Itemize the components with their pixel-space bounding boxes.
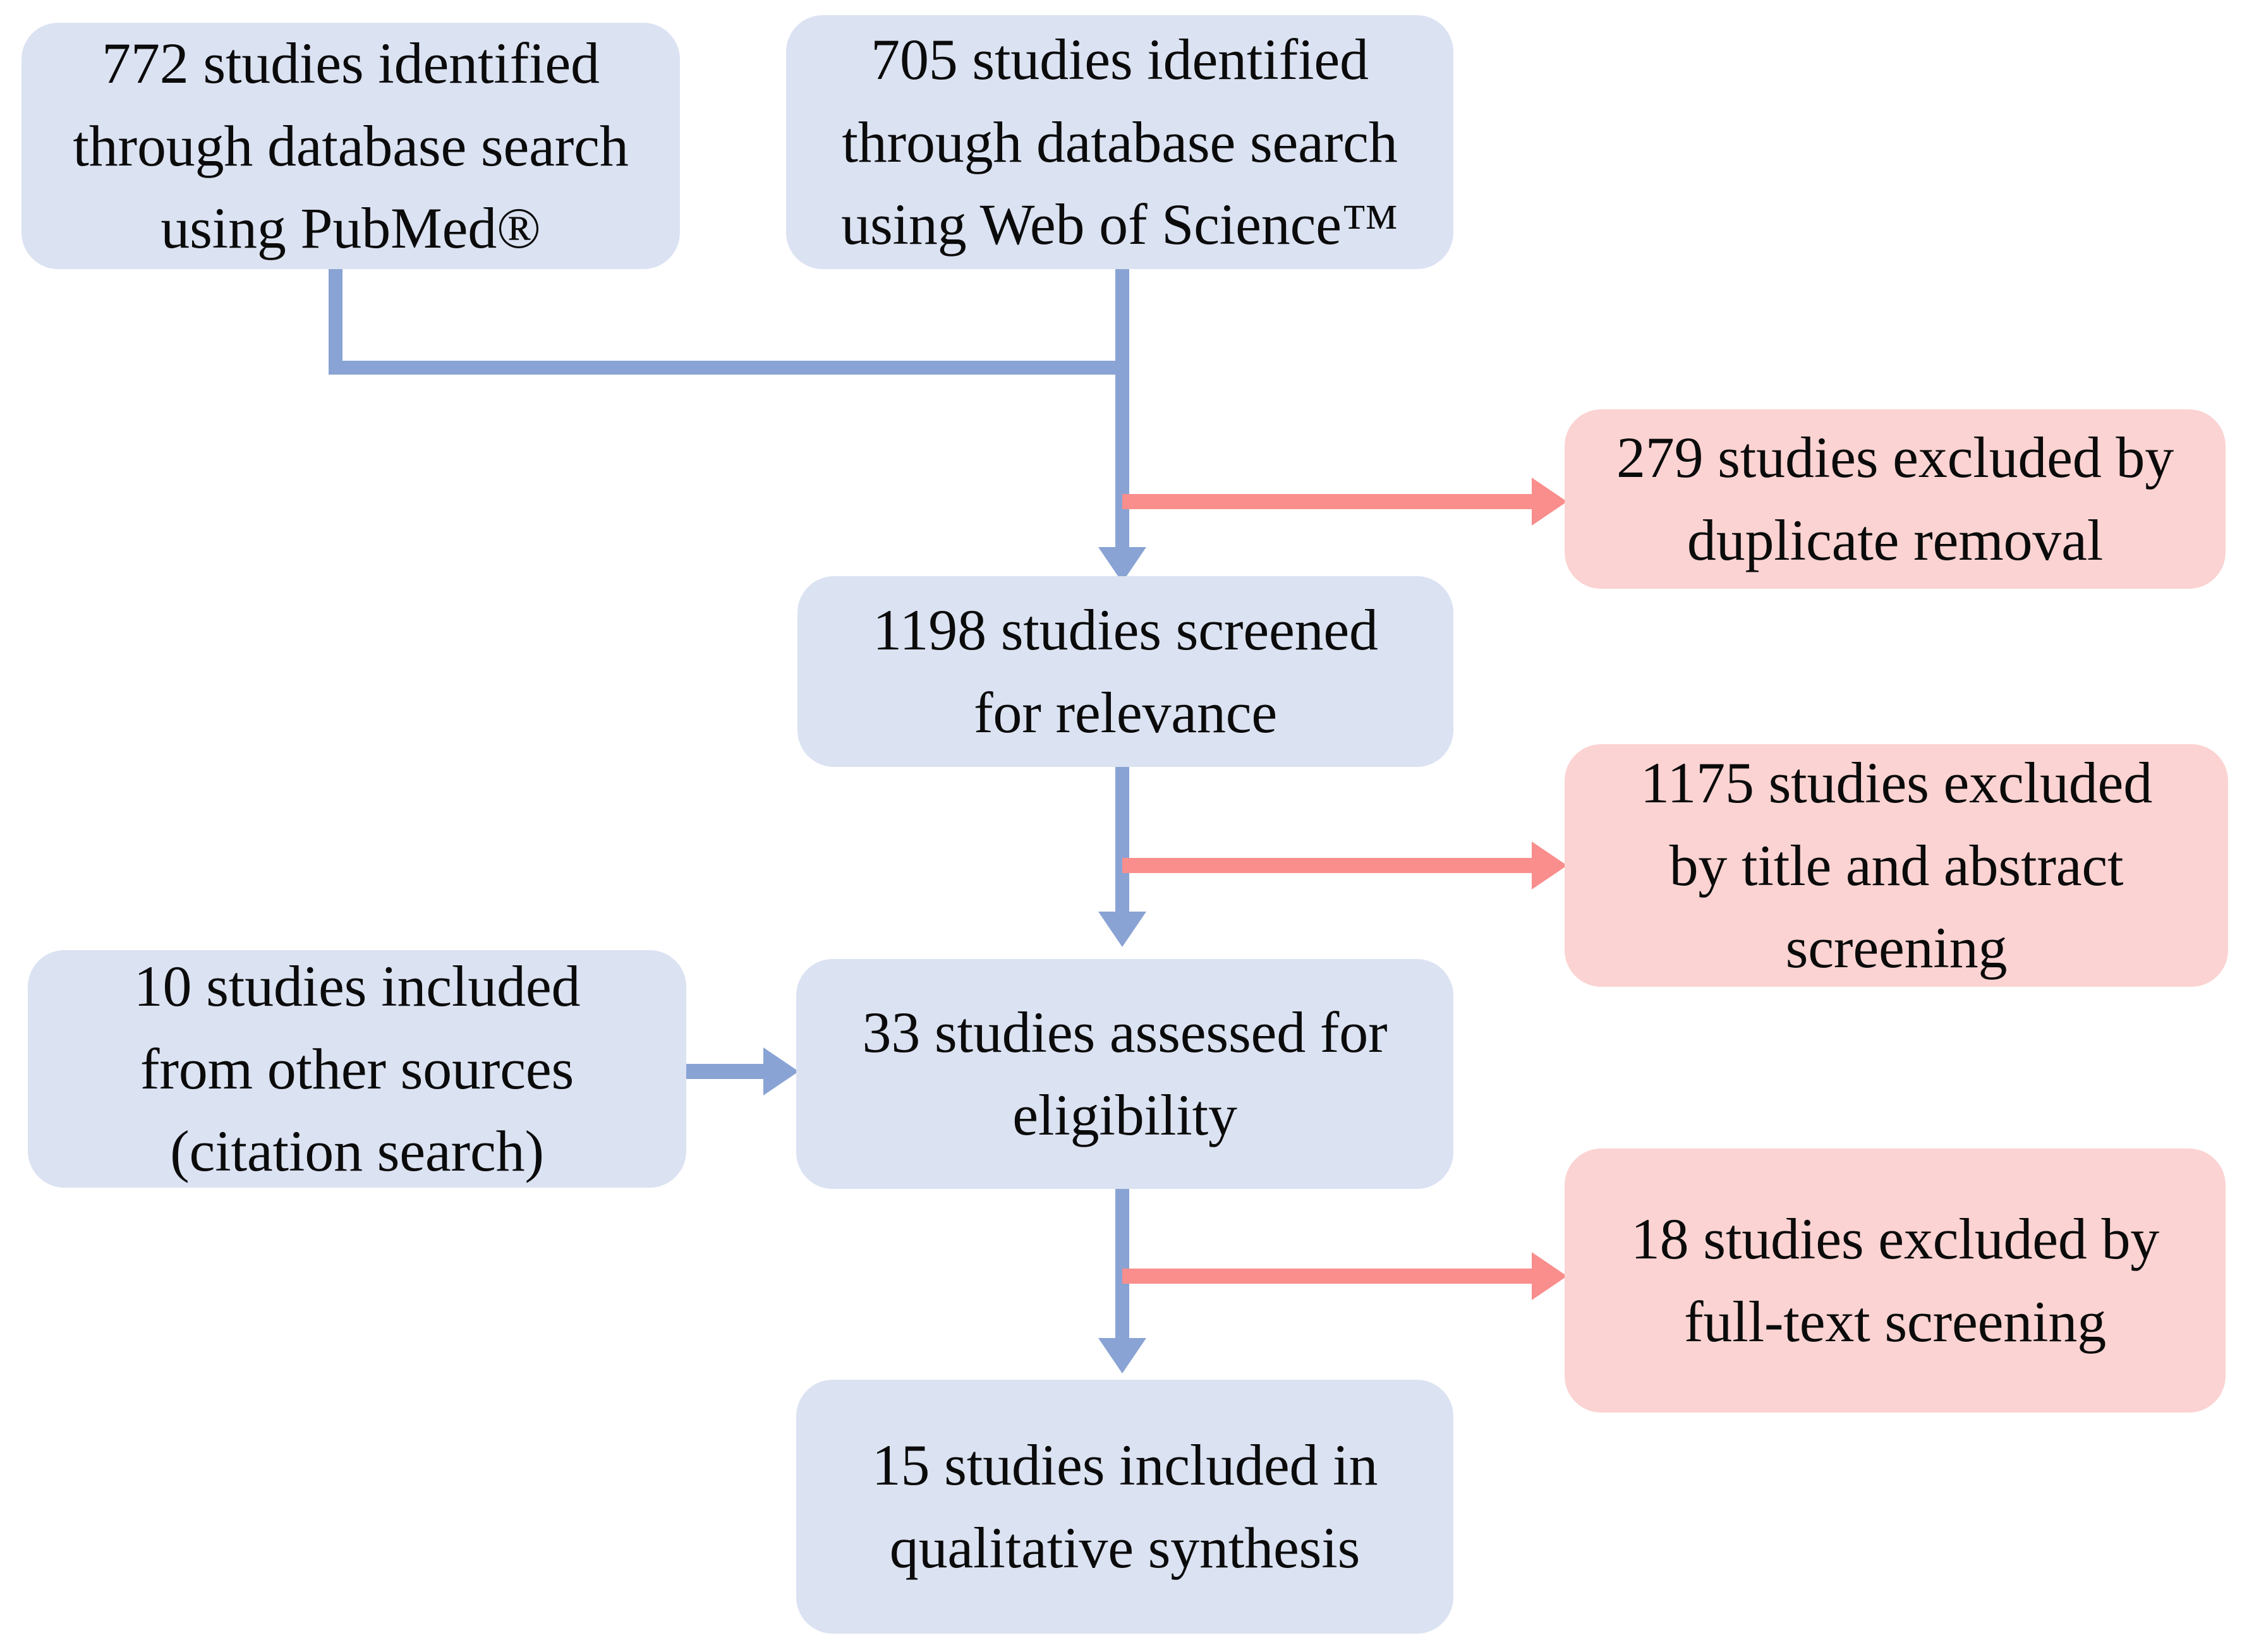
node-excluded-fulltext[interactable]: 18 studies excluded by full-text screeni…: [1565, 1149, 2226, 1413]
node-synthesis[interactable]: 15 studies included in qualitative synth…: [796, 1380, 1453, 1634]
connector-merge-horizontal: [329, 361, 1122, 375]
connector-title-abstract-line: [1122, 858, 1539, 873]
connector-title-abstract-arrowhead: [1532, 841, 1567, 889]
node-synthesis-label: 15 studies included in qualitative synth…: [871, 1433, 1378, 1580]
connector-duplicates-line: [1122, 494, 1539, 509]
node-source-web-of-science-label: 705 studies identified through database …: [841, 27, 1398, 257]
node-source-web-of-science[interactable]: 705 studies identified through database …: [786, 15, 1453, 269]
node-excluded-duplicates[interactable]: 279 studies excluded by duplicate remova…: [1565, 409, 2226, 589]
connector-pubmed-down: [329, 268, 342, 374]
connector-fulltext-line: [1122, 1269, 1539, 1284]
node-other-sources[interactable]: 10 studies included from other sources (…: [28, 950, 686, 1188]
connector-screened-to-eligibility: [1115, 766, 1129, 925]
node-screened-label: 1198 studies screened for relevance: [873, 598, 1378, 745]
connector-fulltext-arrowhead: [1532, 1252, 1567, 1300]
connector-other-sources-line: [686, 1064, 772, 1079]
node-excluded-title-abstract[interactable]: 1175 studies excluded by title and abstr…: [1565, 744, 2228, 987]
node-excluded-title-abstract-label: 1175 studies excluded by title and abstr…: [1640, 751, 2152, 980]
node-excluded-fulltext-label: 18 studies excluded by full-text screeni…: [1630, 1207, 2160, 1354]
connector-wos-down: [1115, 268, 1129, 562]
connector-eligibility-arrowhead: [1098, 912, 1146, 947]
node-source-pubmed[interactable]: 772 studies identified through database …: [21, 23, 680, 269]
node-screened[interactable]: 1198 studies screened for relevance: [797, 576, 1453, 767]
node-eligibility-label: 33 studies assessed for eligibility: [862, 1000, 1388, 1147]
connector-duplicates-arrowhead: [1532, 478, 1567, 526]
connector-other-sources-arrowhead: [763, 1047, 799, 1095]
node-source-pubmed-label: 772 studies identified through database …: [73, 31, 629, 261]
connector-synthesis-arrowhead: [1098, 1338, 1146, 1373]
node-other-sources-label: 10 studies included from other sources (…: [133, 954, 581, 1184]
node-eligibility[interactable]: 33 studies assessed for eligibility: [796, 959, 1453, 1189]
node-excluded-duplicates-label: 279 studies excluded by duplicate remova…: [1616, 425, 2174, 572]
